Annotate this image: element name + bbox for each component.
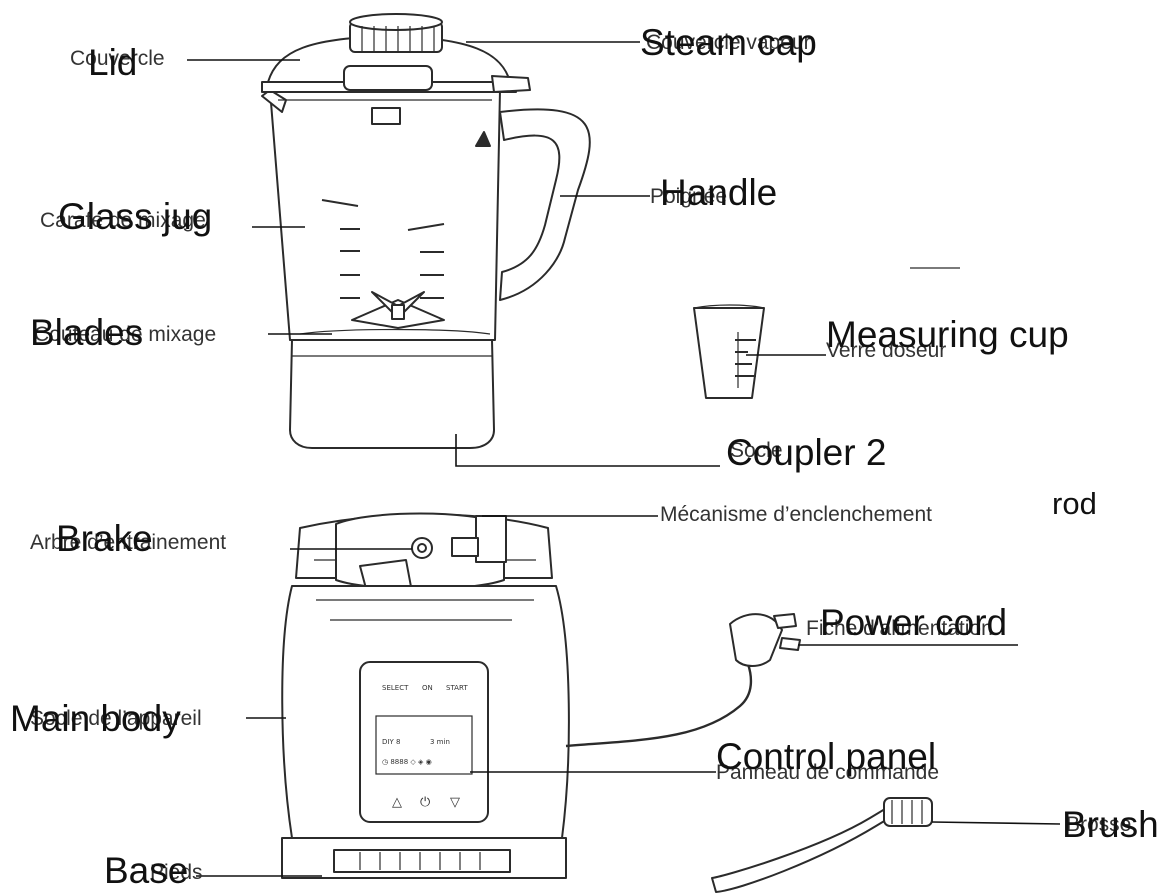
power-cord-label-fr: Fiche d’alimentation xyxy=(806,617,993,640)
steam-cap-drawing xyxy=(349,13,443,53)
blades-label-fr: Couteau de mixage xyxy=(34,323,217,346)
leader-lines xyxy=(187,41,1061,877)
brush-label-en: Brush xyxy=(1062,804,1159,845)
brush-label-fr: Brosse xyxy=(1066,813,1132,836)
brake-label-fr: Arbre d’entrainement xyxy=(30,531,227,554)
measuring-cup-label-fr: Verre doseur xyxy=(826,339,947,362)
glass-jug-label-fr: Carafe de mixage xyxy=(40,209,206,232)
glass-jug-label-en: Glass jug xyxy=(58,196,213,237)
coupler-label-en: Coupler 2 xyxy=(726,432,887,473)
measuring-cup-label-en: Measuring cup xyxy=(826,314,1069,355)
steam-cap-label-en: Steam cap xyxy=(640,22,817,63)
handle-label-fr: Poignée xyxy=(650,185,728,208)
blades-label-en: Blades xyxy=(30,312,144,353)
power-cord-label-en: Power cord xyxy=(820,602,1008,643)
steam-cap-label-fr: Couvercle vapeur xyxy=(646,31,811,54)
control-panel-label-en: Control panel xyxy=(716,736,937,777)
svg-text:START: START xyxy=(446,684,468,692)
brush-drawing xyxy=(711,797,933,893)
brake-label-en: Brake xyxy=(56,518,153,559)
svg-text:SELECT: SELECT xyxy=(382,684,409,692)
svg-text:▽: ▽ xyxy=(450,795,460,810)
main-body-label-fr: Socle de l’appareil xyxy=(30,707,202,730)
lid-label-en: Lid xyxy=(88,42,138,83)
control-panel-label-fr: Panneau de commande xyxy=(716,761,939,784)
base-label-en: Base xyxy=(104,850,189,891)
svg-text:△: △ xyxy=(392,795,402,810)
glass-jug-drawing xyxy=(261,89,591,449)
svg-text:ON: ON xyxy=(422,684,433,692)
lock-mechanism-label-en: rod xyxy=(1052,486,1097,521)
svg-text:◷ 8888 ◇ ◈ ◉: ◷ 8888 ◇ ◈ ◉ xyxy=(382,758,432,766)
jug-measurement-marks xyxy=(321,131,491,299)
main-body-drawing: SELECT ON START DIY 8 3 min ◷ 8888 ◇ ◈ ◉… xyxy=(281,512,570,879)
lock-mechanism-label-fr: Mécanisme d’enclenchement xyxy=(660,503,932,526)
lid-drawing xyxy=(261,35,531,125)
measuring-cup-drawing xyxy=(693,267,960,399)
svg-text:⏻: ⏻ xyxy=(420,795,430,810)
handle-label-en: Handle xyxy=(660,172,778,213)
base-label-fr: Pieds xyxy=(150,861,203,884)
coupler-label-fr: Socle xyxy=(730,439,783,462)
main-body-label-en: Main body xyxy=(10,698,181,739)
power-cord-drawing xyxy=(565,613,801,748)
lid-label-fr: Couvercle xyxy=(70,47,165,70)
svg-text:3 min: 3 min xyxy=(430,738,450,746)
svg-text:DIY 8: DIY 8 xyxy=(382,738,400,746)
